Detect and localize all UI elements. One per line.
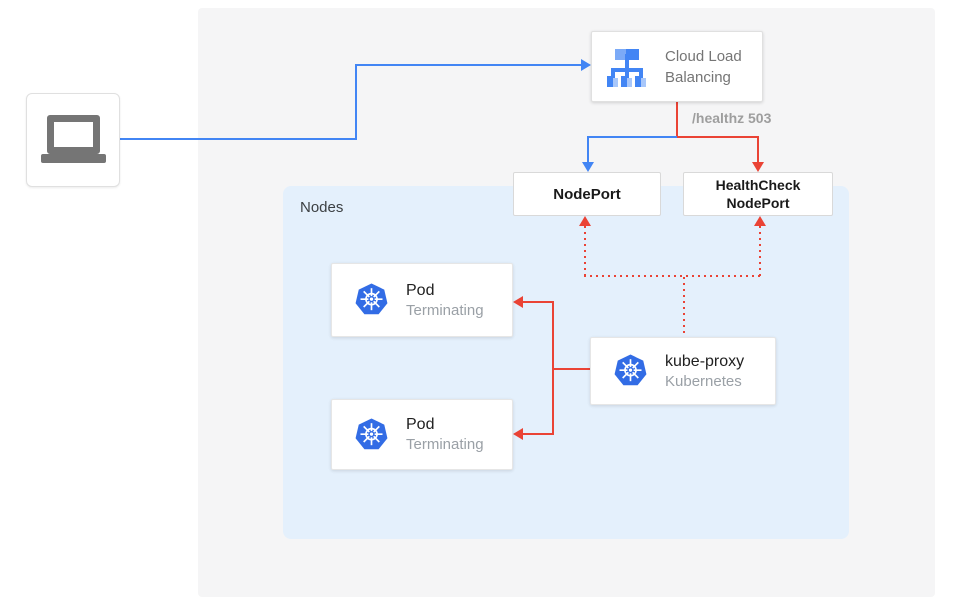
to-nodeport-line (587, 137, 589, 163)
arrowhead-into-nodeport (582, 162, 594, 172)
junction-blue-line (587, 136, 677, 138)
line-to-pod1 (523, 301, 553, 303)
junction-red-line (677, 136, 759, 138)
cloud-load-balancing-node: Cloud Load Balancing (591, 31, 763, 102)
client-node (26, 93, 120, 187)
arrowhead-into-pod2 (513, 428, 523, 440)
pod1-node: Pod Terminating (331, 263, 513, 337)
to-healthcheck-line (757, 137, 759, 163)
kubeproxy-dotted-line-h (584, 275, 761, 277)
healthcheck-nodeport-label-line2: NodePort (726, 195, 790, 211)
nodes-panel-label: Nodes (300, 199, 344, 216)
kubeproxy-to-pods-line-v (552, 301, 554, 435)
kubeproxy-dotted-line-v (683, 277, 685, 335)
dotted-line-to-healthcheck (759, 226, 761, 276)
cloud-load-balancing-label: Cloud Load Balancing (665, 47, 742, 86)
arrowhead-into-pod1 (513, 296, 523, 308)
healthcheck-nodeport-node: HealthCheck NodePort (683, 172, 833, 216)
healthz-status-label: /healthz 503 (692, 110, 772, 126)
arrowhead-into-clb (581, 59, 591, 71)
pod2-title: Pod (406, 416, 435, 433)
pod2-node: Pod Terminating (331, 399, 513, 470)
arrowhead-into-healthcheck-nodeport (752, 162, 764, 172)
client-traffic-line-h1 (120, 138, 357, 140)
kube-proxy-subtitle: Kubernetes (665, 372, 742, 390)
pod1-status: Terminating (406, 301, 484, 319)
client-traffic-line-h2 (357, 64, 582, 66)
kubernetes-icon (614, 354, 647, 386)
line-to-pod2 (523, 433, 553, 435)
nodeport-label: NodePort (553, 185, 621, 203)
kubernetes-icon (355, 418, 388, 449)
nodeport-node: NodePort (513, 172, 661, 216)
dotted-line-to-nodeport (584, 226, 586, 276)
laptop-base (41, 154, 106, 163)
arrowhead-up-healthcheck (754, 216, 766, 226)
client-traffic-line-v (355, 64, 357, 140)
kubeproxy-to-pods-line-h (553, 368, 590, 370)
laptop-screen (47, 115, 100, 154)
healthcheck-nodeport-label-line1: HealthCheck (715, 177, 801, 193)
cloud-load-balancing-icon (607, 48, 646, 87)
kubernetes-icon (355, 283, 388, 315)
pod1-title: Pod (406, 281, 435, 299)
pod2-status: Terminating (406, 436, 484, 453)
kube-proxy-title: kube-proxy (665, 352, 745, 370)
kube-proxy-node: kube-proxy Kubernetes (590, 337, 776, 405)
arrowhead-up-nodeport (579, 216, 591, 226)
clb-down-line (676, 102, 678, 138)
